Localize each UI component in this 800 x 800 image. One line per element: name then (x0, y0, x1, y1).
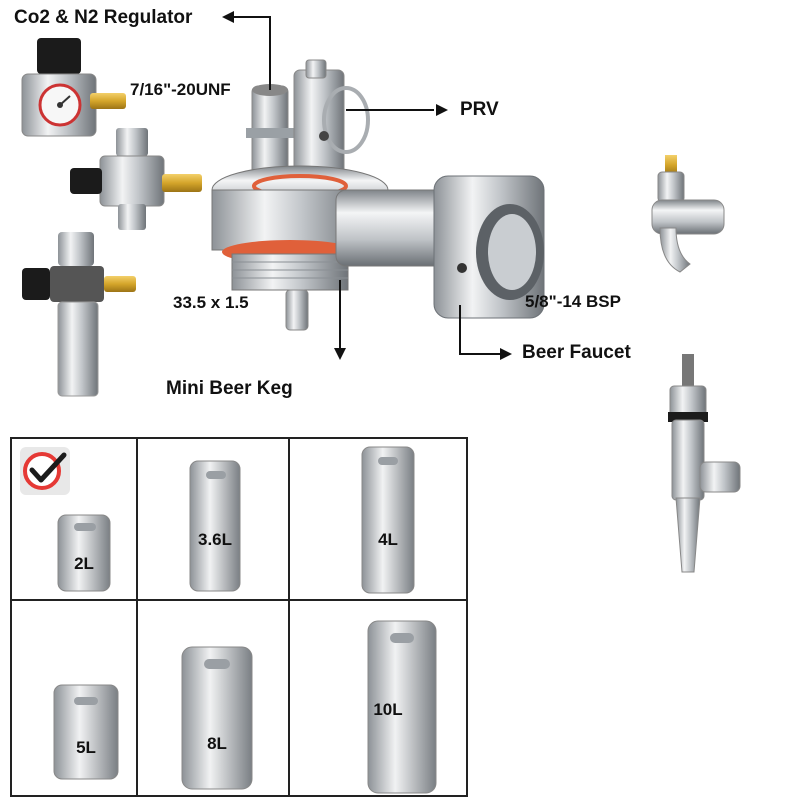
keg-10l-image: 10L (367, 620, 437, 794)
callout-arrows (232, 16, 500, 355)
keg-8l-image: 8L (181, 646, 253, 790)
faucet-label: Beer Faucet (522, 342, 631, 363)
size-option-10l[interactable]: 10L (288, 599, 468, 797)
keg-coupler-assembly-image (211, 59, 545, 331)
size-option-5l[interactable]: 5L (10, 599, 138, 797)
thread-bsp-label: 5/8"-14 BSP (525, 292, 621, 311)
thread-metric-label: 33.5 x 1.5 (173, 293, 249, 312)
product-illustration (21, 11, 725, 422)
size-option-8l[interactable]: 8L (136, 599, 290, 797)
size-option-4l[interactable]: 4L (288, 437, 468, 601)
size-label: 10L (373, 700, 402, 719)
size-label: 3.6L (198, 530, 232, 549)
size-label: 5L (76, 738, 96, 757)
arrow-heads (222, 11, 512, 360)
keg-5l-image: 5L (53, 684, 119, 780)
check-badge (20, 447, 70, 495)
faucet-standard-image (651, 155, 725, 273)
regulator-compact-image (21, 38, 126, 137)
regulator-cylinder-image (22, 232, 136, 397)
thread-unf-label: 7/16"-20UNF (130, 80, 231, 99)
size-label: 4L (378, 530, 398, 549)
size-label: 2L (74, 554, 94, 573)
keg-size-grid: 2L 3.6L 4L 5L 8L (10, 437, 468, 797)
keg-label: Mini Beer Keg (166, 378, 293, 399)
regulator-label: Co2 & N2 Regulator (14, 7, 193, 28)
keg-2l-image: 2L (20, 447, 111, 592)
size-option-2l[interactable]: 2L (10, 437, 138, 601)
regulator-inline-image (70, 128, 202, 230)
faucet-stout-image (668, 354, 708, 422)
keg-4l-image: 4L (361, 446, 415, 594)
keg-3.6l-image: 3.6L (189, 460, 241, 592)
size-option-3.6l[interactable]: 3.6L (136, 437, 290, 601)
prv-label: PRV (460, 99, 499, 120)
size-label: 8L (207, 734, 227, 753)
